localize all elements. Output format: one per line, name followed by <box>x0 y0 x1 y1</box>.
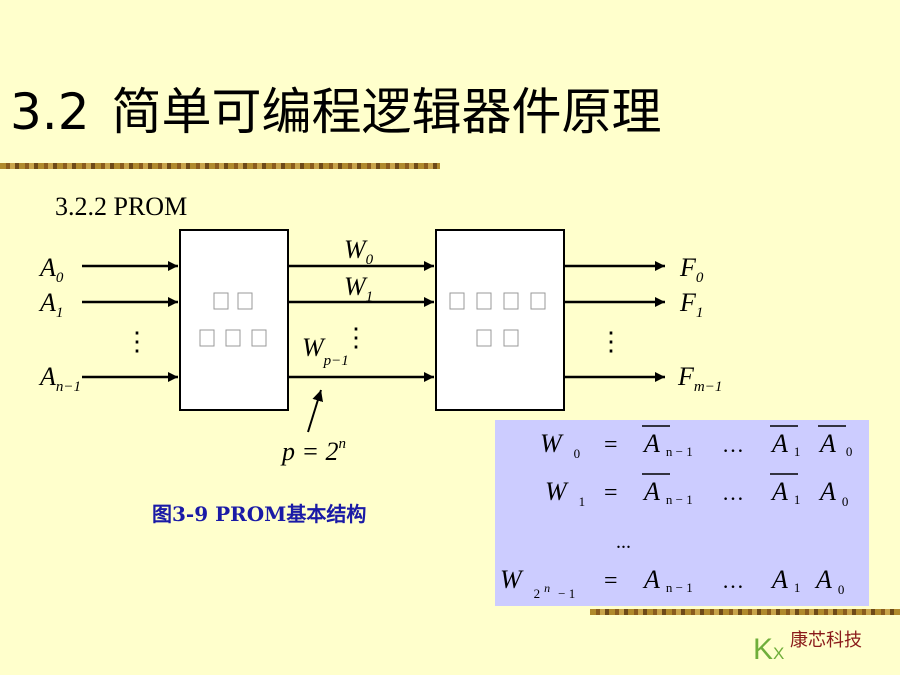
word-label-w1: W1 <box>344 272 373 305</box>
figure-caption: 图3-9 PROM基本结构 <box>152 502 367 526</box>
company-name: 康芯科技 <box>790 630 862 651</box>
output-label-f1: F1 <box>679 288 703 321</box>
input-label-a1: A1 <box>38 288 63 321</box>
input-label-a0: A0 <box>38 253 64 286</box>
output-ellipsis: ⋮ <box>598 327 624 357</box>
equation-box <box>495 420 869 606</box>
page-title: 3.2 简单可编程逻辑器件原理 <box>10 72 662 152</box>
eq3-equals: = <box>604 568 618 594</box>
word-line-arrows <box>288 261 434 382</box>
eq1-ellipsis: … <box>722 432 744 457</box>
subsection-heading: 3.2.2 PROM <box>55 192 188 221</box>
eq1-equals: = <box>604 432 618 458</box>
eq-middle-dots: ... <box>616 531 631 553</box>
output-arrows <box>564 261 665 382</box>
storage-array-block <box>435 229 565 411</box>
title-text: 简单可编程逻辑器件原理 <box>111 83 662 141</box>
footer-bar <box>590 609 900 615</box>
output-label-f0: F0 <box>679 253 704 286</box>
title-underline-bar <box>0 163 440 169</box>
pointer-arrow <box>307 389 324 433</box>
decoder-label-glyphs <box>199 292 267 347</box>
word-ellipsis: ⋮ <box>343 323 369 353</box>
word-label-w0: W0 <box>344 235 374 268</box>
p-equation: p = 2n <box>280 436 346 466</box>
output-label-fm1: Fm−1 <box>677 362 722 395</box>
section-number: 3.2 <box>10 83 90 141</box>
eq2-equals: = <box>604 480 618 506</box>
kx-logo: KX <box>753 633 785 666</box>
input-label-an1: An−1 <box>38 362 81 395</box>
input-arrows <box>82 261 178 382</box>
input-ellipsis: ⋮ <box>124 327 150 357</box>
word-label-wp1: Wp−1 <box>302 333 349 369</box>
array-label-glyphs <box>449 292 546 347</box>
eq3-ellipsis: … <box>722 568 744 593</box>
address-decoder-block <box>179 229 289 411</box>
eq2-ellipsis: … <box>722 480 744 505</box>
complement-overbars <box>642 425 846 475</box>
